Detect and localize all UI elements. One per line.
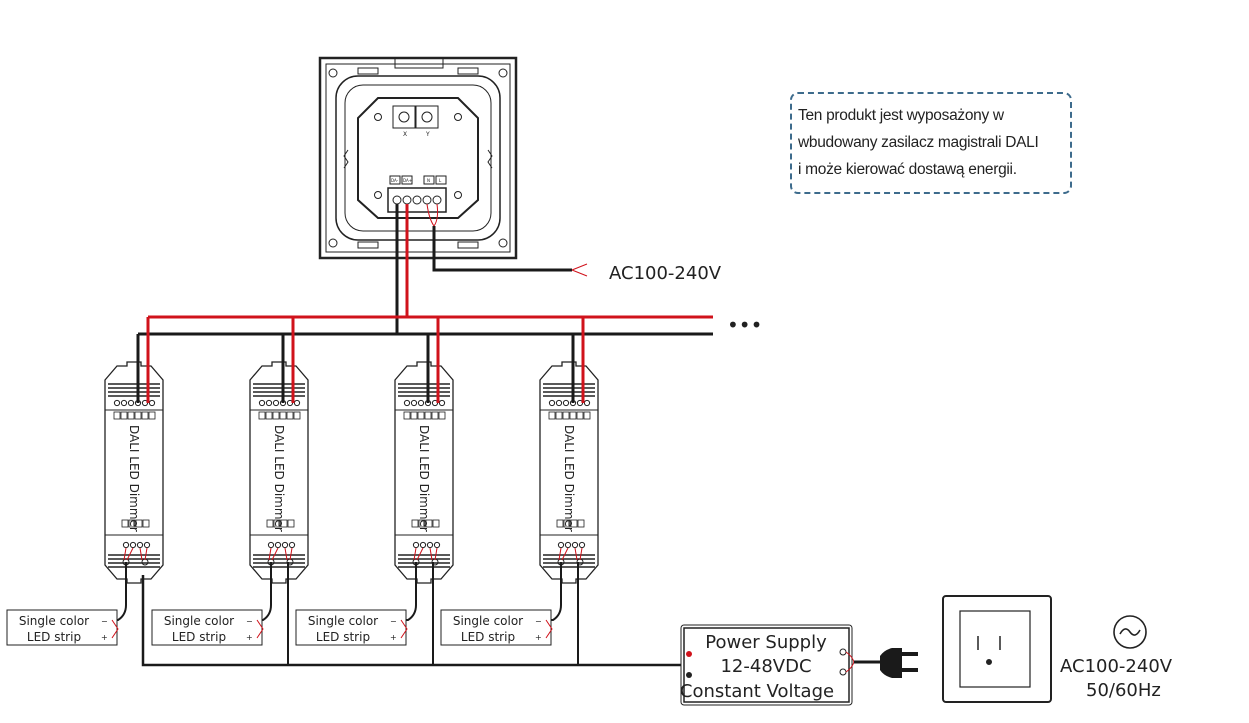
wall-outlet [942,595,1052,703]
led-strip-plus: + [101,633,108,642]
power-supply-voltage: 12-48VDC [720,656,811,677]
led-strip-line2: LED strip [27,630,81,644]
terminal-l: L [439,178,442,183]
led-strip-minus: − [101,617,108,626]
dial-x-label: X [403,131,407,138]
led-strip-line1: Single color [19,614,89,628]
led-output-wire [262,562,272,621]
terminal-da-plus: DA+ [403,178,412,183]
led-strip-line1: Single color [164,614,234,628]
led-strip-minus: − [535,617,542,626]
note-line-1: Ten produkt jest wyposażony w [798,107,1004,124]
dali-led-dimmer: DALI LED Dimmer [249,317,309,665]
dali-led-dimmer: DALI LED Dimmer [394,317,454,665]
ac-input-label: AC100-240V [609,263,722,284]
note-line-2: wbudowany zasilacz magistrali DALI [798,134,1039,151]
terminal-da-minus: DA- [391,178,399,183]
note-line-3: i może kierować dostawą energii. [798,161,1017,178]
led-strip-plus: + [246,633,253,642]
dali-led-dimmer: DALI LED Dimmer [104,317,164,621]
led-strip-line2: LED strip [316,630,370,644]
terminal-n: N [427,178,430,183]
dimmer-label: DALI LED Dimmer [127,425,141,532]
mains-frequency: 50/60Hz [1086,680,1161,701]
led-strip-line1: Single color [453,614,523,628]
panel-wires [395,203,588,334]
dali-led-dimmer: DALI LED Dimmer [539,317,599,665]
bus-continuation: ••• [727,313,762,337]
led-strip-line2: LED strip [172,630,226,644]
info-note: Ten produkt jest wyposażony w wbudowany … [790,92,1072,194]
led-strip-plus: + [390,633,397,642]
power-supply-type: Constant Voltage [680,681,834,702]
led-output-wire [551,562,562,621]
mains-voltage: AC100-240V [1060,656,1173,677]
dial-y-label: Y [425,131,430,138]
plug-icon [854,648,918,678]
dali-wall-panel [318,56,518,260]
led-strip-line2: LED strip [461,630,515,644]
dimmer-label: DALI LED Dimmer [272,425,286,532]
dc-power-line [141,575,682,667]
led-output-wire [406,562,417,621]
ac-sine-icon [1113,615,1147,649]
led-output-wire [117,562,127,621]
led-strip-plus: + [535,633,542,642]
led-strip-minus: − [246,617,253,626]
led-strip-minus: − [390,617,397,626]
dimmer-label: DALI LED Dimmer [417,425,431,532]
power-supply [680,624,855,706]
led-strip-line1: Single color [308,614,378,628]
power-supply-title: Power Supply [705,632,827,653]
dimmer-label: DALI LED Dimmer [562,425,576,532]
